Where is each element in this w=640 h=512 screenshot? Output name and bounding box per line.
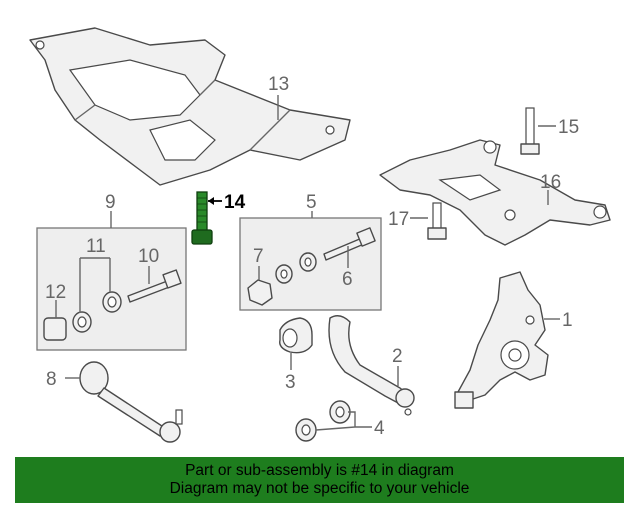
callout-6: 6 [342, 269, 353, 290]
part-2-control-arm [328, 315, 415, 416]
callout-2: 2 [392, 346, 403, 367]
part-4-bushings [295, 400, 351, 442]
part-13-subframe [29, 27, 351, 186]
kit-box-9 [36, 227, 187, 351]
part-3-bushing [279, 317, 313, 354]
callout-11: 11 [86, 236, 106, 257]
callout-7: 7 [253, 246, 264, 267]
part-16-crossmember [379, 139, 611, 246]
callout-14: 14 [224, 192, 246, 213]
callout-3: 3 [285, 372, 296, 393]
callout-12: 12 [45, 282, 66, 303]
banner-line-1: Part or sub-assembly is #14 in diagram [185, 462, 454, 479]
part-1-knuckle [454, 271, 549, 409]
callout-8: 8 [46, 369, 57, 390]
callout-10: 10 [138, 246, 159, 267]
part-14-bolt [191, 191, 213, 245]
callout-15: 15 [558, 117, 579, 138]
leader-lines [55, 95, 560, 431]
parts-diagram: 1 2 3 4 5 6 7 8 9 10 11 12 13 14 15 16 1… [29, 27, 611, 443]
part-8-strut [79, 361, 183, 443]
callout-labels: 1 2 3 4 5 6 7 8 9 10 11 12 13 14 15 16 1… [45, 74, 579, 439]
part-15-bolt [520, 107, 540, 155]
fitment-banner: Part or sub-assembly is #14 in diagram D… [15, 457, 624, 503]
kit-box-5 [239, 217, 382, 311]
callout-13: 13 [268, 74, 289, 95]
callout-4: 4 [374, 418, 385, 439]
part-17-bolt [427, 202, 447, 240]
banner-line-2: Diagram may not be specific to your vehi… [169, 480, 470, 497]
callout-5: 5 [306, 192, 317, 213]
callout-16: 16 [540, 172, 561, 193]
callout-1: 1 [562, 310, 573, 331]
callout-17: 17 [388, 209, 409, 230]
callout-9: 9 [105, 192, 116, 213]
